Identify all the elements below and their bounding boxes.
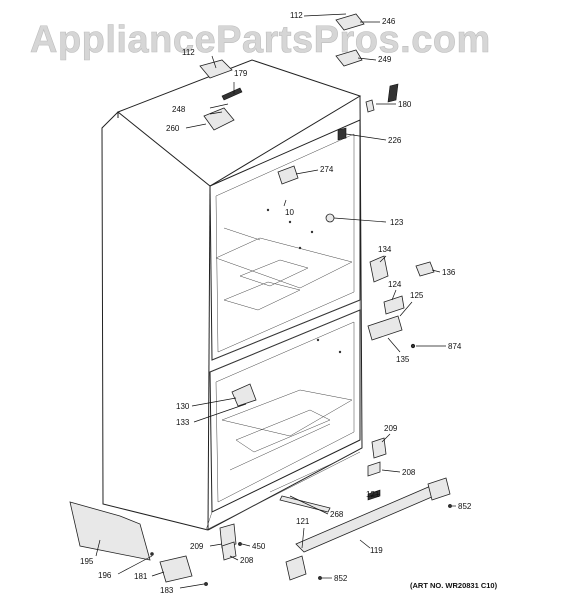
callout-181: 181 xyxy=(134,572,148,581)
callout-274: 274 xyxy=(320,165,334,174)
watermark-text: AppliancePartsPros.com xyxy=(30,19,491,61)
callout-208-bottom: 208 xyxy=(240,556,254,565)
callout-196: 196 xyxy=(98,571,112,580)
callout-209-right: 209 xyxy=(384,424,398,433)
callout-135: 135 xyxy=(396,355,410,364)
callout-180: 180 xyxy=(398,100,412,109)
callout-121-bottom: 121 xyxy=(296,517,310,526)
callout-208-right: 208 xyxy=(402,468,416,477)
callout-260: 260 xyxy=(166,124,180,133)
leader-lines xyxy=(95,13,456,589)
callout-labels: 112 246 249 112 179 248 260 180 226 274 … xyxy=(80,11,472,595)
callout-121-right: 121 xyxy=(366,490,380,499)
callout-249: 249 xyxy=(378,55,392,64)
callout-874: 874 xyxy=(448,342,462,351)
callout-226: 226 xyxy=(388,136,402,145)
callout-112-top: 112 xyxy=(290,11,303,20)
art-number: (ART NO. WR20831 C10) xyxy=(410,581,498,590)
callout-246: 246 xyxy=(382,17,396,26)
callout-123: 123 xyxy=(390,218,404,227)
callout-248: 248 xyxy=(172,105,186,114)
cabinet-outline xyxy=(101,59,363,531)
callout-268: 268 xyxy=(330,510,344,519)
part-sketches xyxy=(69,13,452,586)
callout-195: 195 xyxy=(80,557,94,566)
callout-179: 179 xyxy=(234,69,248,78)
callout-112-left: 112 xyxy=(182,48,195,57)
callout-136: 136 xyxy=(442,268,456,277)
callout-125: 125 xyxy=(410,291,424,300)
callout-10: 10 xyxy=(285,208,294,217)
callout-130: 130 xyxy=(176,402,190,411)
callout-450: 450 xyxy=(252,542,266,551)
callout-134: 134 xyxy=(378,245,392,254)
callout-124: 124 xyxy=(388,280,402,289)
callout-183: 183 xyxy=(160,586,174,595)
callout-852-bottom: 852 xyxy=(334,574,348,583)
callout-852-right: 852 xyxy=(458,502,472,511)
callout-133: 133 xyxy=(176,418,190,427)
callout-209-bottom: 209 xyxy=(190,542,204,551)
callout-119: 119 xyxy=(370,546,383,555)
